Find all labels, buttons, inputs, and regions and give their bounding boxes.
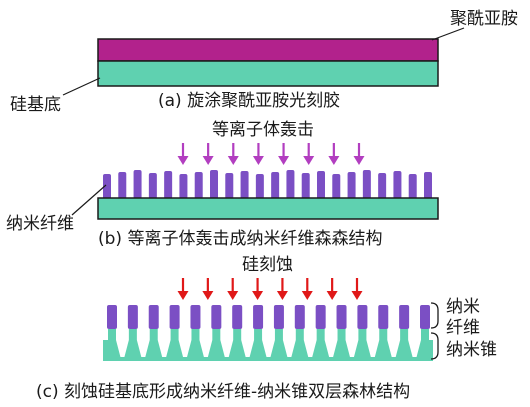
caption-b: (b) 等离子体轰击成纳米纤维森森结构 [98,229,383,249]
nanofiber [148,305,159,329]
etch-arrow-head [202,291,214,300]
nanofiber [133,170,142,199]
nanofiber [336,305,347,329]
etch-arrow-head [351,291,363,300]
nanocone-bracket [430,332,439,360]
nanofiber [210,170,218,199]
nanofiber [190,305,201,329]
plasma-arrow-head [252,156,264,165]
etch-arrow [227,278,239,300]
nanofiber [211,305,222,329]
nanofiber-array-b [103,170,432,199]
caption-a: (a) 旋涂聚酰亚胺光刻胶 [158,91,341,111]
etch-arrow-head [227,291,239,300]
etch-arrow [177,278,189,300]
nanofiber [273,305,284,329]
nanocone-substrate [103,329,433,361]
nanofiber-bracket [430,302,439,329]
nanofiber [378,173,387,199]
nanofiber [294,305,305,329]
nanofiber [253,305,264,329]
nanofiber [148,173,157,199]
plasma-arrow [303,143,315,165]
plasma-arrow-head [177,156,189,165]
nanofiber [164,171,173,199]
nanofiber [317,171,325,199]
etch-arrow [351,278,363,300]
plasma-arrow-head [278,156,290,165]
etch-arrow-head [252,291,264,300]
plasma-arrow-head [202,156,214,165]
etch-arrow-head [326,291,338,300]
nanocone-layer [103,329,433,361]
plasma-arrow [177,143,189,165]
nanofiber [225,173,234,199]
plasma-arrow-head [353,156,365,165]
plasma-arrow [328,143,340,165]
etch-arrow [202,278,214,300]
silicon-substrate-a [97,60,439,87]
etch-arrow-head [301,291,313,300]
plasma-arrow [278,143,290,165]
nanofiber [357,305,368,329]
silicon-substrate-label: 硅基底 [10,95,61,115]
etch-arrow-head [177,291,189,300]
substrate-leader-line [62,77,101,96]
si-etch-label: 硅刻蚀 [242,255,293,275]
caption-c: (c) 刻蚀硅基底形成纳米纤维-纳米锥双层森林结构 [36,382,411,402]
nanofiber [107,305,117,329]
nanofiber [362,170,371,199]
polyimide-layer [97,38,439,62]
nanofiber [240,171,249,199]
nanofiber [424,172,432,199]
etch-arrow [252,278,264,300]
nanocone-label: 纳米锥 [446,340,497,360]
plasma-arrow [202,143,214,165]
nanofiber-right-label-2: 纤维 [446,318,480,338]
nanofiber [399,305,410,329]
etch-arrow [301,278,313,300]
nanofiber [378,305,389,329]
plasma-arrow-head [227,156,239,165]
nanofiber [393,171,402,199]
nanofiber-label: 纳米纤维 [6,214,74,234]
nanofiber [127,305,138,329]
plasma-arrow [353,143,365,165]
nanofiber [420,305,430,329]
silicon-substrate-b [97,197,439,220]
nanofiber [271,172,280,199]
nanofiber [301,173,310,199]
polyimide-leader-line [431,27,465,41]
nanofiber [315,305,326,329]
nanofiber [332,174,341,199]
nanofiber-array-c [107,305,430,329]
plasma-arrow [252,143,264,165]
nanofiber [408,174,417,199]
nanofiber [232,305,243,329]
nanofiber [286,170,295,199]
plasma-arrow-head [328,156,340,165]
etch-arrows [177,278,363,300]
nanofiber [118,172,127,199]
plasma-arrow-head [303,156,315,165]
etch-arrow [276,278,288,300]
nanofiber [194,172,203,199]
plasma-arrows [177,143,365,165]
plasma-arrow [227,143,239,165]
plasma-bombard-label: 等离子体轰击 [212,120,314,140]
etch-arrow-head [276,291,288,300]
nanofiber [103,174,111,199]
nanofiber-right-label-1: 纳米 [446,297,480,317]
nanofiber-leader-line [71,184,107,216]
etch-arrow [326,278,338,300]
nanofiber [347,172,356,199]
nanofiber [169,305,180,329]
polyimide-label: 聚酰亚胺 [450,9,518,29]
nanofiber [255,174,264,199]
nanofiber [179,174,188,199]
